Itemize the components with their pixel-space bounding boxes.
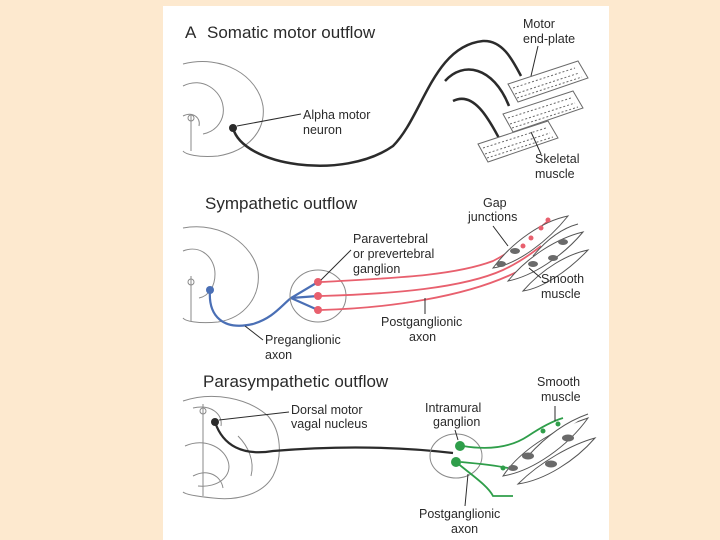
ganglion-label: ganglion [353,262,400,276]
parasympathetic-title: Parasympathetic outflow [203,372,389,391]
junctions-label: junctions [467,210,517,224]
panel-letter: A [185,23,197,42]
skeletal-muscle [477,60,589,163]
end-plate-label: end-plate [523,32,575,46]
smooth-muscle-label: muscle [541,287,581,301]
spinal-cord-section [182,61,264,157]
smooth-muscle-cells [501,413,597,485]
neuromuscular-varicosities [500,421,561,471]
motor-label: Motor [523,17,555,31]
intramural-ganglion [429,433,483,479]
neuro-outflow-figure: A Somatic motor outflow Motor e [163,6,609,540]
somatic-panel: A Somatic motor outflow Motor e [182,17,589,181]
outflow-diagram: A Somatic motor outflow Motor e [182,17,597,536]
intramural-label: Intramural [425,401,481,415]
gap-junction-dots [520,217,551,249]
para-smooth-label: Smooth [537,375,580,389]
spinal-cord-section [182,226,259,324]
postganglionic-label: Postganglionic [381,315,462,329]
preganglionic-axon-label: axon [265,348,292,362]
sympathetic-panel: Sympathetic outflow [182,194,590,362]
paravertebral-label: Paravertebral [353,232,428,246]
postganglionic-axon-label: axon [409,330,436,344]
para-smooth-muscle-label: muscle [541,390,581,404]
somatic-axon [231,39,523,167]
neuron-label: neuron [303,123,342,137]
vagal-preganglionic-axon [213,421,454,455]
smooth-muscle-nuclei [496,239,568,267]
parasympathetic-panel: Parasympathetic outflow [182,372,597,536]
prevertebral-label: or prevertebral [353,247,434,261]
dorsal-motor-label: Dorsal motor [291,403,363,417]
skeletal-muscle-label: muscle [535,167,575,181]
skeletal-label: Skeletal [535,152,579,166]
preganglionic-axon [208,281,319,327]
para-postganglionic-label: Postganglionic [419,507,500,521]
smooth-muscle-nuclei [508,434,574,471]
alpha-motor-label: Alpha motor [303,108,370,122]
medulla-section [182,395,280,500]
para-postganglionic-axon-label: axon [451,522,478,536]
preganglionic-label: Preganglionic [265,333,341,347]
gap-label: Gap [483,196,507,210]
sympathetic-title: Sympathetic outflow [205,194,358,213]
ganglion-cells [314,278,322,314]
vagal-nucleus-label: vagal nucleus [291,417,367,431]
intramural-ganglion-label: ganglion [433,415,480,429]
somatic-title: Somatic motor outflow [207,23,376,42]
smooth-label: Smooth [541,272,584,286]
